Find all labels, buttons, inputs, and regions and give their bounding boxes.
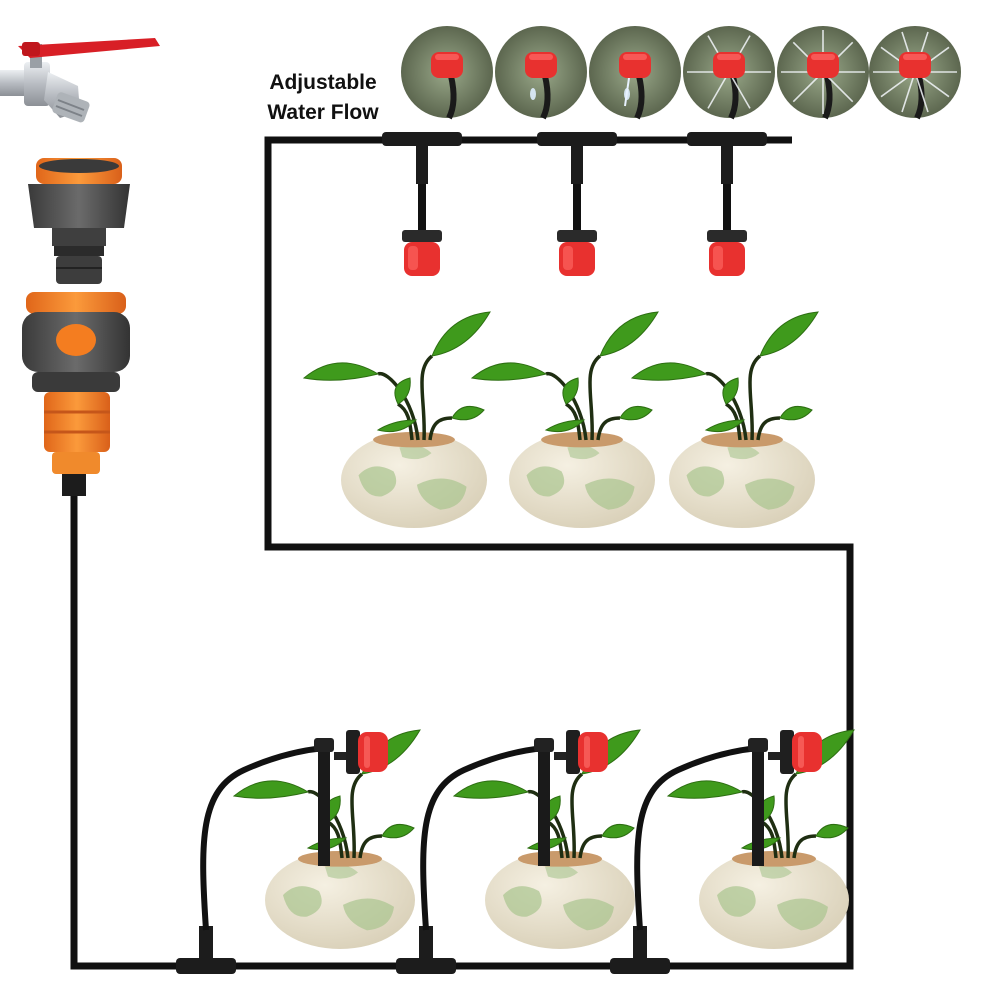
globe-pot-icon	[485, 851, 635, 949]
bottom-plant-2	[396, 730, 640, 974]
bottom-plant-3	[610, 730, 854, 974]
label-line-2: Water Flow	[238, 98, 408, 128]
seedling-icon	[304, 312, 490, 440]
globe-pot-icon	[669, 432, 815, 528]
hanging-dripper-2	[537, 132, 617, 276]
seedling-icon	[472, 312, 658, 440]
globe-pot-icon	[341, 432, 487, 528]
quick-connector-icon	[22, 292, 130, 496]
spray-mode-drip-slow	[495, 26, 587, 118]
hanging-dripper-1	[382, 132, 462, 276]
globe-pot-icon	[509, 432, 655, 528]
spray-mode-spray-full	[869, 26, 961, 118]
top-plant-1	[304, 312, 490, 528]
top-plant-3	[632, 312, 818, 528]
bottom-plants	[176, 730, 854, 974]
seedling-icon	[632, 312, 818, 440]
globe-pot-icon	[265, 851, 415, 949]
hose-adapter-icon	[28, 158, 130, 284]
hanging-dripper-3	[687, 132, 767, 276]
spray-mode-drip-closed	[401, 26, 493, 118]
adjustable-water-flow-label: Adjustable Water Flow	[238, 68, 408, 128]
adjustable-dripper-icon	[566, 730, 608, 774]
spray-mode-drip-medium	[589, 26, 681, 118]
top-plants	[304, 312, 818, 528]
adjustable-dripper-icon	[346, 730, 388, 774]
top-drippers	[382, 132, 767, 276]
spray-mode-spray-low	[683, 26, 775, 118]
label-line-1: Adjustable	[238, 68, 408, 98]
faucet-icon	[0, 38, 160, 123]
top-plant-2	[472, 312, 658, 528]
bottom-plant-1	[176, 730, 420, 974]
adjustable-dripper-icon	[780, 730, 822, 774]
globe-pot-icon	[699, 851, 849, 949]
spray-mode-spray-medium	[777, 26, 869, 118]
spray-mode-thumbnails	[401, 26, 961, 118]
